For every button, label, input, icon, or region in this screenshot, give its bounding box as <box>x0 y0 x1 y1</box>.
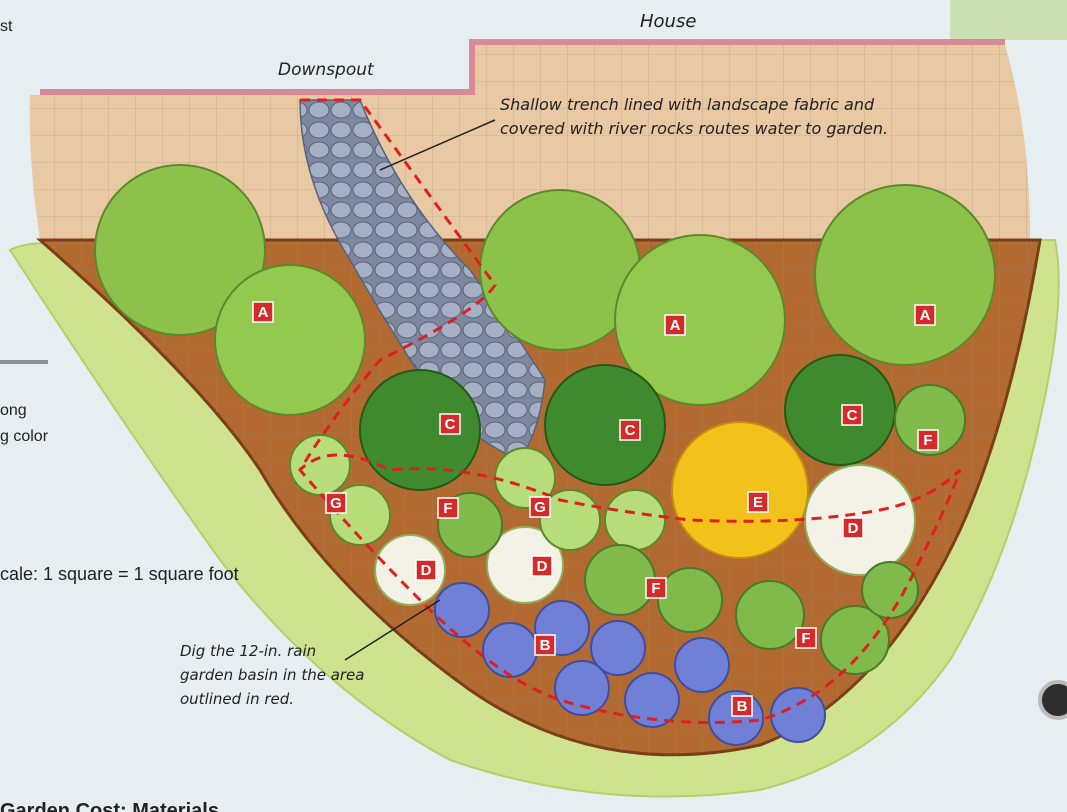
marker-b-2: B <box>732 696 752 716</box>
marker-c-1: C <box>440 414 460 434</box>
marker-e-1: E <box>748 492 768 512</box>
marker-letter: C <box>847 407 858 424</box>
marker-a-2: A <box>665 315 685 335</box>
marker-letter: B <box>540 637 551 654</box>
house-label: House <box>640 11 696 32</box>
page-text-top-left: st <box>0 18 12 36</box>
marker-letter: A <box>920 307 931 324</box>
marker-b-1: B <box>535 635 555 655</box>
grass-e <box>672 422 808 558</box>
page-text-left-1: ong <box>0 402 27 420</box>
marker-c-3: C <box>842 405 862 425</box>
page-text-left-2: g color <box>0 428 48 446</box>
trench-note-line-1: Shallow trench lined with landscape fabr… <box>500 95 875 114</box>
marker-letter: G <box>534 499 546 516</box>
marker-f-1: F <box>918 430 938 450</box>
marker-letter: G <box>330 495 342 512</box>
page-edge-object <box>1040 682 1067 718</box>
downspout-label: Downspout <box>278 60 375 80</box>
marker-letter: E <box>753 494 763 511</box>
marker-a-1: A <box>253 302 273 322</box>
marker-letter: D <box>537 558 548 575</box>
marker-f-3: F <box>646 578 666 598</box>
marker-letter: D <box>421 562 432 579</box>
marker-letter: C <box>625 422 636 439</box>
marker-letter: A <box>258 304 269 321</box>
basin-note-line-3: outlined in red. <box>180 690 294 708</box>
marker-letter: D <box>848 520 859 537</box>
trench-note-line-2: covered with river rocks routes water to… <box>500 119 888 138</box>
marker-g-1: G <box>326 493 346 513</box>
marker-d-3: D <box>532 556 552 576</box>
marker-letter: A <box>670 317 681 334</box>
marker-d-1: D <box>843 518 863 538</box>
marker-letter: B <box>737 698 748 715</box>
marker-letter: F <box>923 432 932 449</box>
marker-d-2: D <box>416 560 436 580</box>
marker-g-2: G <box>530 497 550 517</box>
marker-a-3: A <box>915 305 935 325</box>
marker-letter: F <box>443 500 452 517</box>
scale-note: cale: 1 square = 1 square foot <box>0 564 239 585</box>
basin-note-line-1: Dig the 12-in. rain <box>180 642 316 660</box>
marker-f-2: F <box>438 498 458 518</box>
marker-letter: F <box>651 580 660 597</box>
marker-letter: C <box>445 416 456 433</box>
page-text-bottom: Garden Cost: Materials <box>0 800 219 812</box>
marker-f-4: F <box>796 628 816 648</box>
marker-letter: F <box>801 630 810 647</box>
basin-note-line-2: garden basin in the area <box>180 666 364 684</box>
marker-c-2: C <box>620 420 640 440</box>
